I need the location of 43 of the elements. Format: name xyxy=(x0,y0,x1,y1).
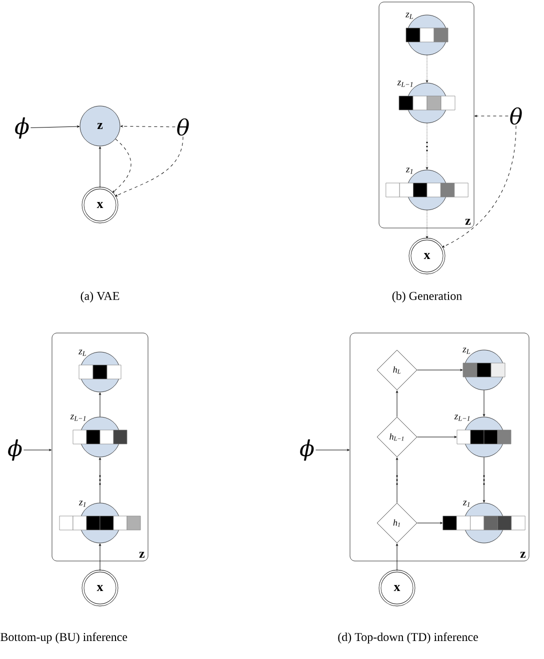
arrow xyxy=(416,436,457,438)
subfigure-caption: (a) VAE xyxy=(80,292,120,302)
parameter-symbol: θ xyxy=(510,107,522,125)
arrow xyxy=(416,369,463,371)
parameter-symbol: ϕ xyxy=(300,439,314,461)
observed-node: x xyxy=(378,570,416,606)
observed-node: x xyxy=(408,238,446,274)
arrow xyxy=(426,122,428,170)
subfigure-caption: (d) Top-down (TD) inference xyxy=(338,632,478,644)
node-label: z xyxy=(70,414,74,420)
subfigure-caption: Bottom-up (BU) inference xyxy=(0,632,128,644)
arrow xyxy=(396,544,398,572)
deterministic-node: h$_{L}$ xyxy=(376,350,418,390)
arrow xyxy=(112,138,132,193)
arrow xyxy=(99,146,101,188)
node-label: z xyxy=(397,80,402,86)
deterministic-node: h$_{1}$ xyxy=(376,502,418,544)
arrow xyxy=(23,449,52,451)
arrow xyxy=(315,449,350,451)
arrow xyxy=(30,126,80,128)
arrow xyxy=(115,136,184,196)
parameter-symbol: ϕ xyxy=(8,439,22,461)
observed-node: x xyxy=(82,186,118,224)
latent-node: z xyxy=(80,106,120,146)
arrow xyxy=(426,54,428,82)
node-label: z xyxy=(454,414,458,420)
deterministic-node: h$_{L−1}$ xyxy=(376,416,418,458)
arrow xyxy=(120,125,176,128)
parameter-symbol: θ xyxy=(177,118,189,136)
arrow xyxy=(483,456,485,502)
arrow xyxy=(99,544,101,572)
arrow xyxy=(474,115,508,117)
arrow xyxy=(426,210,428,238)
arrow xyxy=(483,390,485,416)
arrow xyxy=(99,392,101,418)
arrow xyxy=(396,390,398,418)
arrow xyxy=(99,458,101,504)
subfigure-caption: (b) Generation xyxy=(392,292,462,302)
arrow xyxy=(442,126,516,248)
parameter-symbol: ϕ xyxy=(15,117,29,139)
observed-node: x xyxy=(82,570,118,606)
arrow xyxy=(396,458,398,504)
arrow xyxy=(416,522,442,524)
